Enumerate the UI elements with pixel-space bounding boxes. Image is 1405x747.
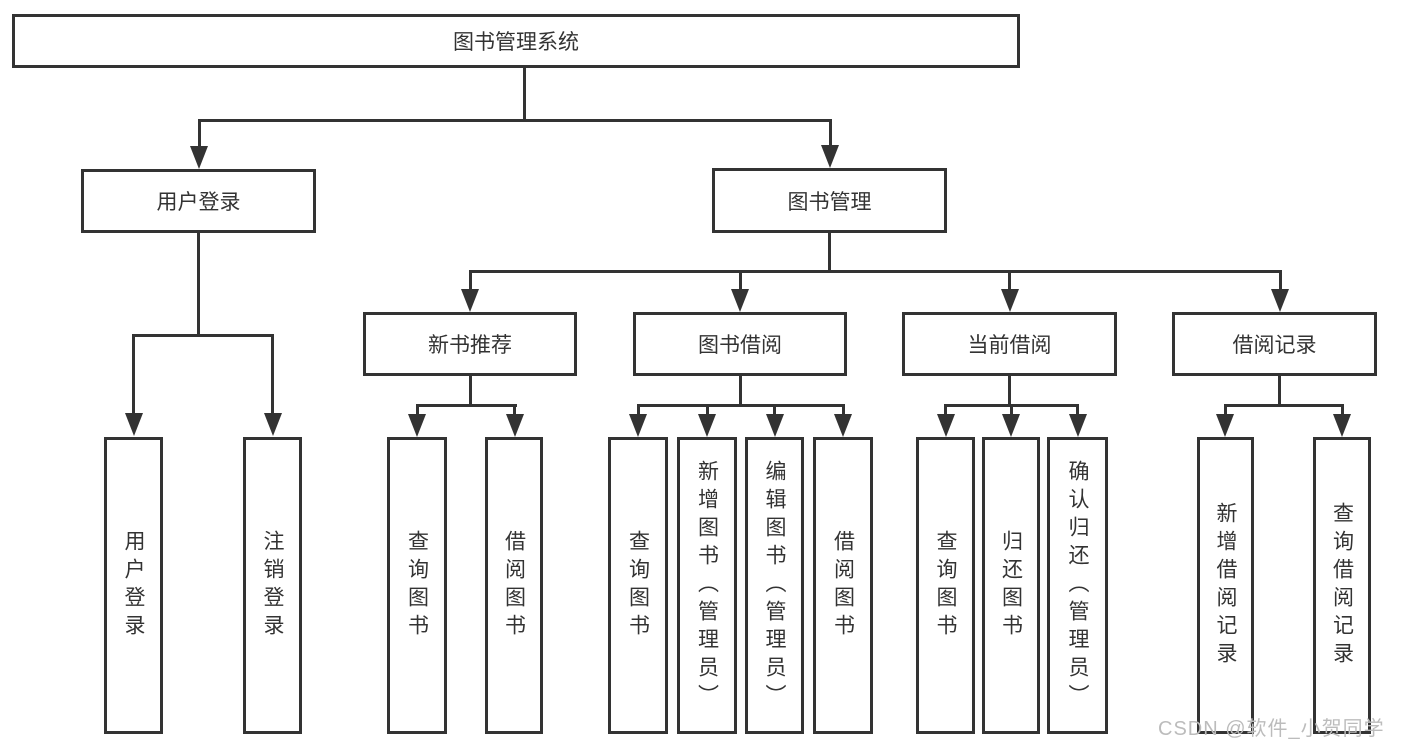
connector-current-vline [1008, 376, 1011, 406]
connector-borrow-shaft-2 [705, 404, 709, 417]
arrowhead-icon [1002, 414, 1020, 437]
arrowhead-icon [1333, 414, 1351, 437]
arrowhead-icon [1068, 414, 1087, 437]
leaf-borrow-book-rec: 借阅图书 [485, 437, 543, 734]
connector-records-shaft-2 [1340, 404, 1344, 417]
connector-borrow-vline [738, 376, 742, 406]
connector-rec-vline [468, 376, 472, 406]
leaf-query-borrow-record: 查询借阅记录 [1313, 437, 1371, 734]
connector-root-hline [197, 119, 832, 122]
connector-root-left-shaft [197, 119, 201, 149]
node-root: 图书管理系统 [12, 14, 1020, 68]
leaf-logout: 注销登录 [243, 437, 302, 734]
node-book-mgmt: 图书管理 [712, 168, 947, 233]
connector-borrow-shaft-3 [773, 404, 776, 417]
arrowhead-icon [1271, 289, 1289, 312]
connector-rec-hline [415, 404, 517, 407]
connector-records-shaft-1 [1223, 404, 1227, 417]
connector-rec-shaft-1 [415, 404, 419, 417]
connector-records-vline [1277, 376, 1281, 406]
arrowhead-icon [408, 414, 426, 437]
connector-mgmt-vline [828, 233, 831, 273]
connector-mgmt-shaft-3 [1008, 270, 1011, 292]
connector-login-vline [197, 233, 200, 336]
arrowhead-icon [190, 146, 208, 169]
arrowhead-icon [821, 145, 839, 168]
connector-mgmt-shaft-4 [1278, 270, 1282, 292]
leaf-borrow-book: 借阅图书 [813, 437, 873, 734]
node-current-borrow: 当前借阅 [902, 312, 1117, 376]
node-new-book-rec: 新书推荐 [363, 312, 577, 376]
arrowhead-icon [124, 413, 143, 436]
connector-rec-shaft-2 [513, 404, 516, 417]
arrowhead-icon [1216, 414, 1234, 437]
arrowhead-icon [698, 414, 716, 437]
node-book-borrow: 图书借阅 [633, 312, 847, 376]
arrowhead-icon [936, 414, 955, 437]
leaf-confirm-return-admin: 确认归还（管理员） [1047, 437, 1108, 734]
connector-root-right-shaft [828, 119, 832, 149]
arrowhead-icon [1000, 289, 1019, 312]
connector-borrow-hline [636, 404, 845, 407]
leaf-query-book-current: 查询图书 [916, 437, 975, 734]
watermark: CSDN @软件_小贺同学 [1158, 718, 1385, 740]
node-borrow-records: 借阅记录 [1172, 312, 1377, 376]
arrowhead-icon [731, 289, 749, 312]
leaf-query-book-borrow: 查询图书 [608, 437, 668, 734]
arrowhead-icon [461, 289, 479, 312]
leaf-return-book: 归还图书 [982, 437, 1040, 734]
leaf-edit-book-admin: 编辑图书（管理员） [745, 437, 804, 734]
connector-mgmt-hline [468, 270, 1282, 273]
connector-records-hline [1223, 404, 1344, 407]
connector-current-shaft-3 [1076, 404, 1079, 417]
arrowhead-icon [263, 413, 282, 436]
leaf-add-borrow-record: 新增借阅记录 [1197, 437, 1254, 734]
connector-current-shaft-2 [1009, 404, 1013, 417]
arrowhead-icon [834, 414, 852, 437]
connector-login-hline [132, 334, 274, 337]
arrowhead-icon [765, 414, 784, 437]
connector-current-shaft-1 [944, 404, 947, 417]
connector-borrow-shaft-1 [636, 404, 640, 417]
connector-login-shaft-1 [132, 334, 135, 416]
leaf-add-book-admin: 新增图书（管理员） [677, 437, 737, 734]
leaf-user-login: 用户登录 [104, 437, 163, 734]
arrowhead-icon [629, 414, 647, 437]
leaf-query-book-rec: 查询图书 [387, 437, 447, 734]
connector-root-vline [522, 68, 526, 122]
connector-mgmt-shaft-1 [468, 270, 472, 292]
node-user-login: 用户登录 [81, 169, 316, 233]
arrowhead-icon [505, 414, 524, 437]
connector-mgmt-shaft-2 [738, 270, 742, 292]
connector-login-shaft-2 [271, 334, 274, 416]
connector-borrow-shaft-4 [841, 404, 845, 417]
